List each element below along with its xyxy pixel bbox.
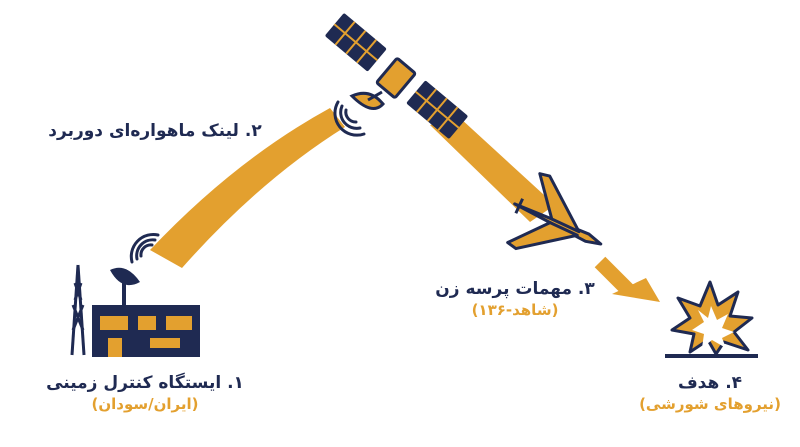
downlink-beam bbox=[430, 118, 555, 222]
ground-station-subtitle: (ایران/سودان) bbox=[91, 395, 199, 413]
satellite-link-label: ۲. لینک ماهواره‌ای دوربرد bbox=[30, 120, 280, 142]
explosion-icon bbox=[665, 280, 758, 358]
loitering-munition-label: ۳. مهمات پرسه زن (شاهد-۱۳۶) bbox=[415, 278, 615, 320]
satellite-signal-waves bbox=[333, 100, 366, 137]
satellite-link-title: ۲. لینک ماهواره‌ای دوربرد bbox=[48, 121, 262, 141]
loitering-munition-subtitle: (شاهد-۱۳۶) bbox=[471, 301, 559, 319]
loitering-munition-title: ۳. مهمات پرسه زن bbox=[435, 279, 595, 299]
drone-icon bbox=[506, 172, 603, 251]
target-title: ۴. هدف bbox=[677, 373, 743, 393]
ground-signal-waves bbox=[129, 233, 160, 264]
target-subtitle: (نیروهای شورشی) bbox=[639, 395, 781, 413]
uplink-beam bbox=[150, 108, 345, 268]
ground-station-title: ۱. ایستگاه کنترل زمینی bbox=[46, 373, 244, 393]
ground-station-icon bbox=[70, 264, 200, 357]
target-label: ۴. هدف (نیروهای شورشی) bbox=[630, 372, 790, 414]
satellite-icon bbox=[325, 13, 468, 139]
strike-arrow bbox=[594, 256, 660, 302]
ground-station-label: ۱. ایستگاه کنترل زمینی (ایران/سودان) bbox=[40, 372, 250, 414]
